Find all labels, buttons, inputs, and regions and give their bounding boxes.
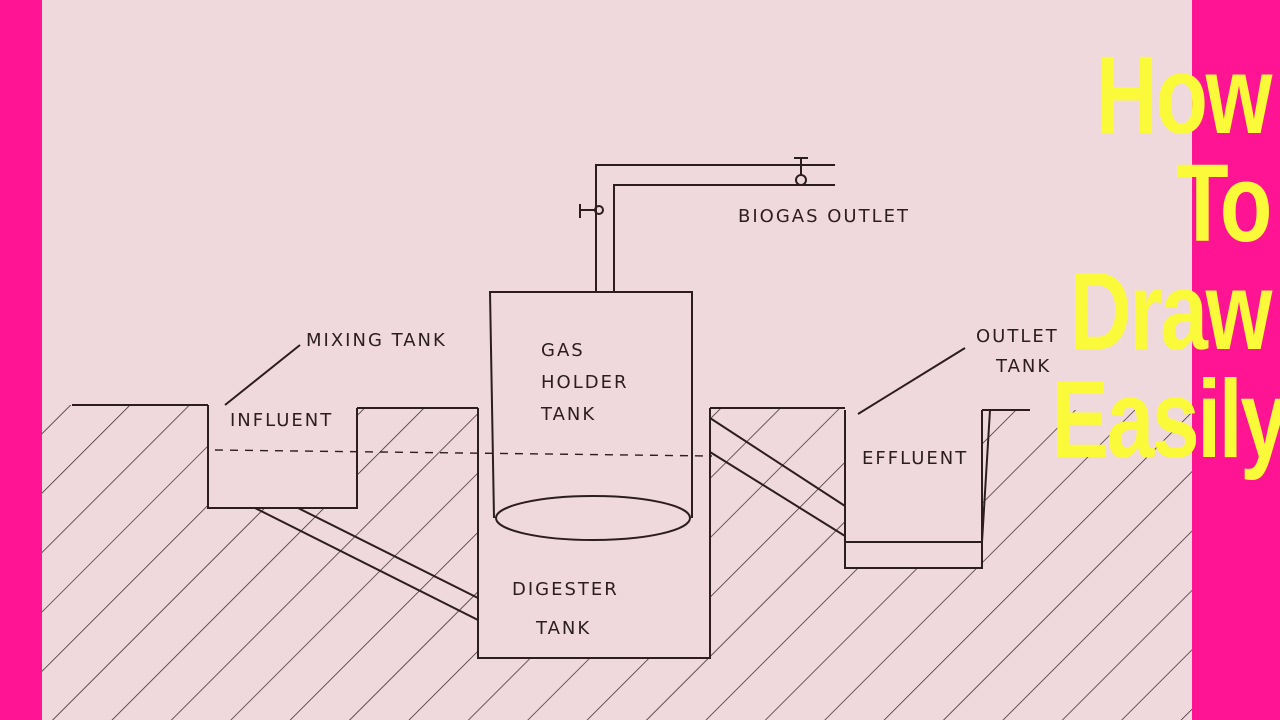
digester-tank-label-line2: TANK — [535, 618, 591, 639]
gas-holder-bottom — [495, 495, 691, 541]
outlet-tank-leader — [857, 347, 966, 415]
mixing-tank-leader — [224, 344, 301, 406]
title-line-1: How — [1095, 34, 1272, 157]
effluent-label: EFFLUENT — [862, 448, 968, 469]
outlet-tank-outline — [844, 410, 983, 569]
gas-pipe-outer — [595, 164, 835, 292]
title-line-3: Draw — [1069, 250, 1273, 373]
influent-label: INFLUENT — [230, 410, 333, 431]
top-valve-body — [795, 174, 807, 186]
digester-tank-outline — [477, 408, 711, 659]
gas-pipe-inner — [613, 184, 835, 292]
gas-holder-label-line3: TANK — [540, 404, 596, 425]
biogas-outlet-label: BIOGAS OUTLET — [738, 206, 910, 227]
digester-tank-label-line1: DIGESTER — [512, 579, 619, 600]
mixing-tank-label: MIXING TANK — [306, 330, 447, 351]
title-line-2: To — [1176, 142, 1272, 265]
mixing-tank-outline — [207, 405, 358, 509]
gas-holder-label-line1: GAS — [541, 340, 585, 361]
inlet-pipe-bottom — [254, 507, 479, 621]
outlet-pipe-top — [709, 417, 846, 507]
inlet-pipe-top — [297, 507, 479, 599]
outlet-tank-right-wall — [981, 409, 1030, 543]
outlet-tank-label-line2: TANK — [995, 356, 1051, 377]
outlet-tank-label-line1: OUTLET — [976, 326, 1059, 347]
side-valve-body — [594, 205, 604, 215]
ground-hatching — [42, 405, 1192, 720]
gas-holder-tank-outline — [488, 291, 693, 519]
gas-holder-label-line2: HOLDER — [541, 372, 628, 393]
outlet-pipe-bottom — [709, 451, 846, 537]
video-title-overlay: How To Draw Easily — [1051, 34, 1280, 481]
title-line-4: Easily — [1051, 358, 1280, 481]
slurry-level-line — [214, 449, 713, 457]
